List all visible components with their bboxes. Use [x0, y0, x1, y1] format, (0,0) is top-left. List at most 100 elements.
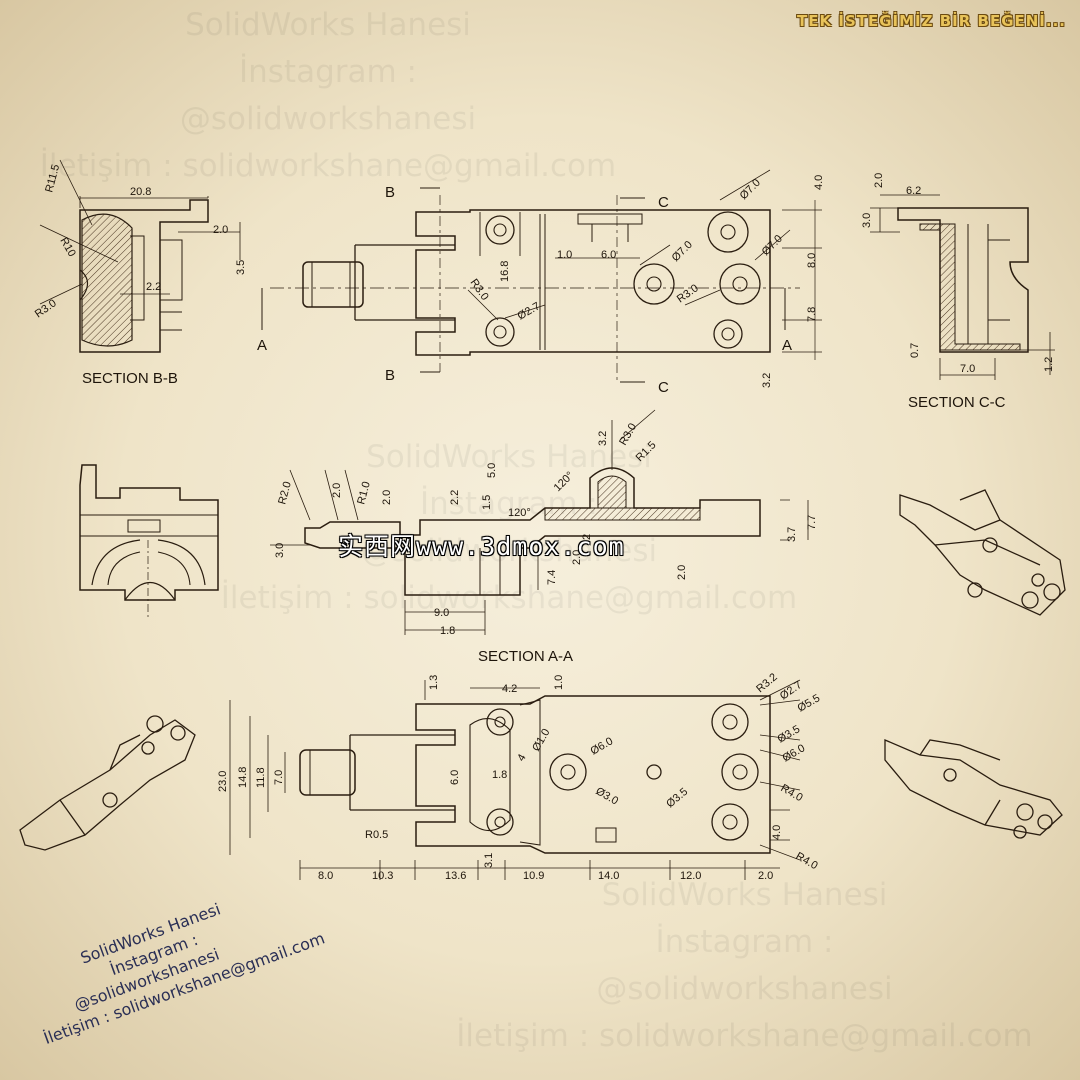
dim-label: Ø3.0 [594, 785, 621, 807]
dim-label: 2.2 [146, 281, 161, 293]
dim-label: Ø7.0 [760, 233, 785, 258]
dim-label: R10 [57, 236, 77, 259]
dim-label: 6.0 [601, 249, 616, 261]
dim-label: 23.0 [217, 771, 229, 792]
dim-label: 1.0 [553, 675, 565, 690]
watermark-middle: SolidWorks Hanesi İnstagram : @solidwork… [164, 434, 854, 622]
dim-label: R3.0 [675, 282, 701, 305]
dim-label: Ø2.7 [778, 679, 804, 703]
watermark-top: SolidWorks Hanesi İnstagram : @solidwork… [0, 2, 668, 190]
side-view [79, 464, 219, 620]
dim-label: Ø1.0 [530, 727, 552, 754]
watermark-line: İnstagram : [655, 924, 834, 960]
section-aa-view [270, 409, 809, 635]
watermark-bottom: SolidWorks Hanesi İnstagram : @solidwork… [412, 872, 1077, 1060]
section-aa-title: SECTION A-A [478, 648, 573, 665]
watermark-line: İletişim : solidworkshane@gmail.com [456, 1018, 1033, 1054]
dim-label: R2.0 [276, 480, 294, 506]
dim-label: R11.5 [43, 163, 62, 194]
dim-label: 10.9 [523, 870, 544, 882]
cut-label-a-right: A [782, 337, 792, 354]
isometric-view-left-bottom [19, 715, 196, 851]
dim-label: 6.0 [449, 770, 461, 785]
dim-label: 3.0 [861, 213, 873, 228]
dim-label: Ø2.7 [516, 300, 543, 322]
dim-label: 2.0 [758, 870, 773, 882]
dim-label: 20.8 [130, 186, 151, 198]
dim-label: 5.0 [486, 463, 498, 478]
dim-label: Ø7.0 [670, 239, 695, 264]
dim-label: 2.0 [331, 483, 343, 498]
dim-label: 3.2 [597, 431, 609, 446]
isometric-view-right-bottom [884, 739, 1063, 839]
dim-label: 1.2 [1043, 357, 1055, 372]
dim-label: 7.7 [806, 515, 818, 530]
dim-label: 10.3 [372, 870, 393, 882]
dim-label: 1.5 [481, 495, 493, 510]
dim-label: 7.4 [546, 570, 558, 585]
dim-label: Ø5.5 [796, 692, 823, 714]
dim-label: 3.7 [786, 527, 798, 542]
dim-label: 4 [515, 752, 528, 763]
dim-label: 2.0 [213, 224, 228, 236]
section-bb-title: SECTION B-B [82, 370, 178, 387]
dim-label: 3.2 [761, 373, 773, 388]
dim-label: 2.0 [676, 565, 688, 580]
cut-label-c-top: C [658, 194, 669, 211]
dim-label: 8.0 [806, 253, 818, 268]
dim-label: 16.8 [499, 261, 511, 282]
dim-label: 4.2 [502, 683, 517, 695]
dim-label: 2.0 [571, 550, 583, 565]
dim-label: 9.0 [434, 607, 449, 619]
dim-label: 3.5 [235, 260, 247, 275]
watermark-line: İnstagram : [238, 54, 417, 90]
cut-label-b-bottom: B [385, 367, 395, 384]
watermark-line: @solidworkshanesi [596, 971, 893, 1007]
dim-label: R3.0 [468, 277, 491, 303]
watermark-line: @solidworkshanesi [360, 533, 658, 569]
dim-label: R3.0 [617, 421, 639, 447]
dim-label: 8.0 [318, 870, 333, 882]
dim-label: 1.0 [557, 249, 572, 261]
dim-label: R0.5 [365, 829, 388, 841]
dim-label: Ø6.0 [589, 735, 616, 757]
watermark-line: SolidWorks Hanesi [601, 877, 888, 913]
dim-label: 2.0 [873, 173, 885, 188]
dim-label: 0.7 [909, 343, 921, 358]
dim-label: R4.0 [794, 850, 820, 872]
dim-label: 14.8 [237, 767, 249, 788]
section-cc-title: SECTION C-C [908, 394, 1006, 411]
dim-label: 120° [508, 507, 531, 519]
isometric-view-right-top [899, 489, 1066, 616]
dim-label: Ø7.0 [738, 177, 763, 202]
dim-label: 11.8 [255, 767, 267, 788]
cut-label-a-left: A [257, 337, 267, 354]
dim-label: 3.1 [483, 853, 495, 868]
section-bb-view [39, 159, 241, 353]
dim-label: R4.0 [779, 782, 805, 804]
dim-label: 120° [552, 470, 577, 495]
cut-label-c-bottom: C [658, 379, 669, 396]
dim-label: 6.2 [906, 185, 921, 197]
dim-label: R1.5 [634, 439, 659, 464]
dim-label: 1.8 [492, 769, 507, 781]
dim-label: 1.8 [440, 625, 455, 637]
dim-label: Ø3.5 [664, 786, 690, 811]
bottom-view [229, 679, 801, 880]
cut-label-b-top: B [385, 184, 395, 201]
dim-label: 4.0 [813, 175, 825, 190]
dim-label: R1.0 [355, 480, 373, 506]
section-cc-view [870, 194, 1055, 380]
watermark-line: @solidworkshanesi [179, 101, 477, 137]
watermark-line: SolidWorks Hanesi [185, 7, 471, 43]
dim-label: 2 [581, 534, 593, 540]
dim-label: 3.0 [274, 543, 286, 558]
watermark-line: İletişim : solidworkshane@gmail.com [220, 580, 798, 616]
dim-label: 2.0 [381, 490, 393, 505]
dim-label: 2.2 [449, 490, 461, 505]
dim-label: 4.0 [771, 825, 783, 840]
dim-label: 14.0 [598, 870, 619, 882]
site-watermark: 实西网www.3dmox.com [338, 532, 625, 561]
